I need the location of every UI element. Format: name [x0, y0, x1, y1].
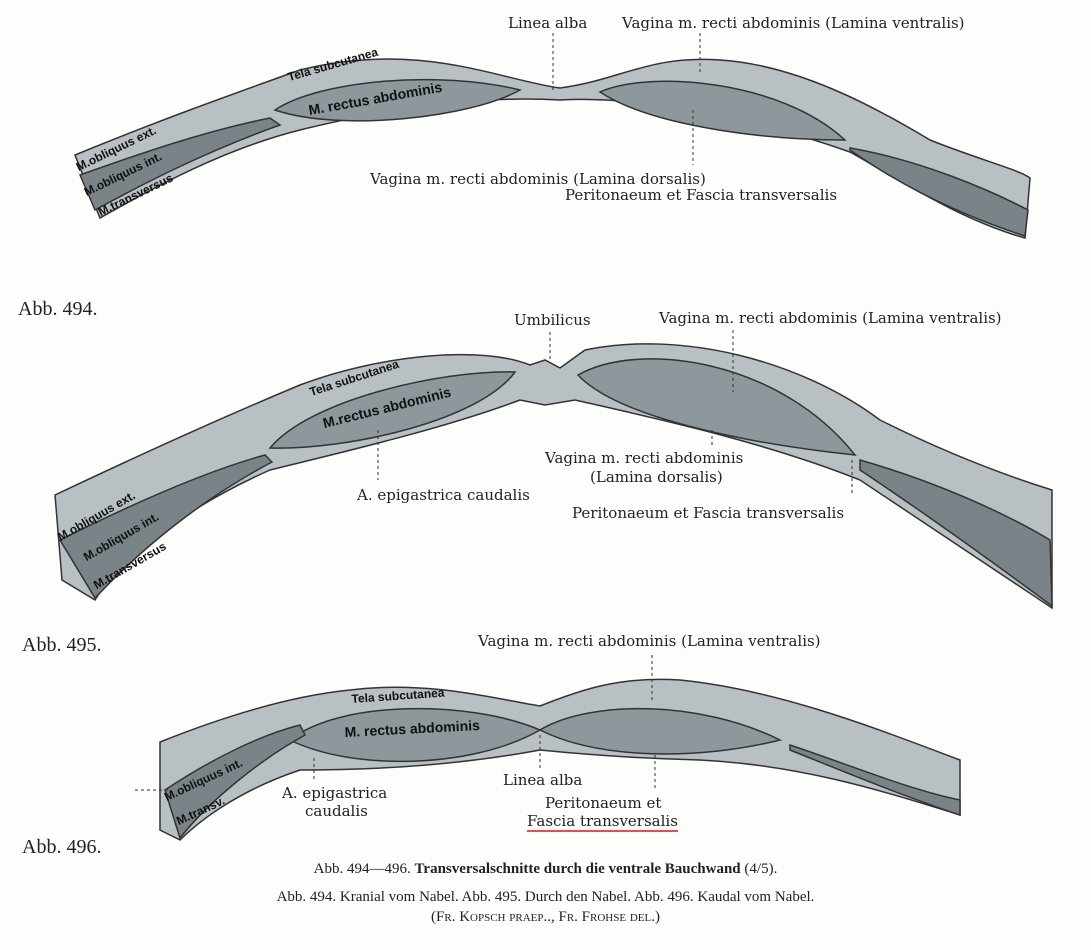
- label-umbilicus: Umbilicus: [514, 311, 591, 329]
- section-496: [159, 678, 961, 841]
- label-epigastrica-496: A. epigastrica: [282, 784, 388, 802]
- caption-scale: (4/5).: [744, 861, 778, 877]
- figure-number-495: Abb. 495.: [22, 634, 102, 656]
- label-lamina-ventralis-495: Vagina m. recti abdominis (Lamina ventra…: [659, 309, 1002, 327]
- label-epigastrica-495: A. epigastrica caudalis: [357, 486, 530, 504]
- figure-number-496: Abb. 496.: [22, 836, 102, 858]
- label-linea-alba-494: Linea alba: [508, 14, 588, 32]
- label-peritonaeum-496: Peritonaeum et: [545, 794, 662, 812]
- caption-line-3: (Fr. Kopsch praep.., Fr. Frohse del.): [431, 909, 660, 925]
- label-lamina-dorsalis-495-2: (Lamina dorsalis): [590, 468, 723, 486]
- label-fascia-496: Fascia transversalis: [527, 812, 678, 832]
- label-peritonaeum-495: Peritonaeum et Fascia transversalis: [572, 504, 845, 522]
- label-lamina-dorsalis-495: Vagina m. recti abdominis: [545, 449, 744, 467]
- label-lamina-ventralis-494: Vagina m. recti abdominis (Lamina ventra…: [622, 14, 965, 32]
- section-494: [74, 58, 1031, 239]
- label-lamina-ventralis-496: Vagina m. recti abdominis (Lamina ventra…: [478, 632, 821, 650]
- leader-lines: [135, 33, 853, 791]
- label-linea-alba-496: Linea alba: [503, 771, 583, 789]
- label-lamina-dorsalis-494: Vagina m. recti abdominis (Lamina dorsal…: [370, 170, 706, 188]
- label-peritonaeum-494: Peritonaeum et Fascia transversalis: [565, 186, 838, 204]
- figure-number-494: Abb. 494.: [18, 298, 98, 320]
- caption-title: Abb. 494—496. Transversalschnitte durch …: [0, 861, 1091, 878]
- label-epigastrica-496-2: caudalis: [305, 802, 368, 820]
- caption-line-2: Abb. 494. Kranial vom Nabel. Abb. 495. D…: [276, 889, 815, 905]
- caption-prefix: Abb. 494—496.: [313, 861, 411, 877]
- caption-title-text: Transversalschnitte durch die ventrale B…: [414, 861, 741, 877]
- section-495: [54, 343, 1053, 610]
